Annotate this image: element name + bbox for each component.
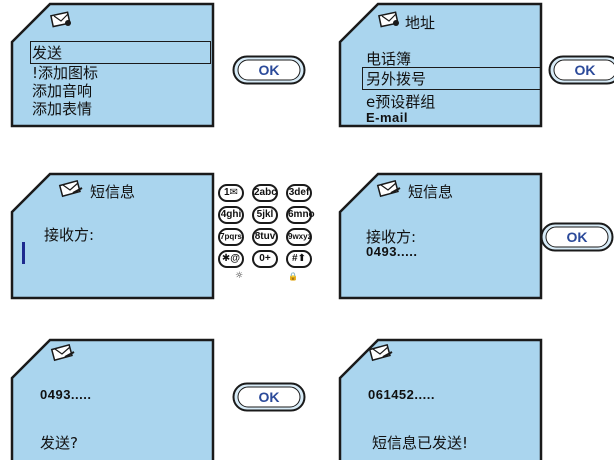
message-icon (368, 344, 394, 362)
recipient-number: 061452..... (368, 386, 435, 404)
screen-message-number: 短信息 接收方: 0493..... (338, 172, 543, 300)
send-question: 发送? (40, 434, 78, 452)
recipient-number: 0493..... (40, 386, 91, 404)
screen-address: 地址 电话簿 另外拨号 e预设群组 E-mail (338, 2, 543, 128)
screen-menu-send: 发送 !添加图标 添加音响 添加表情 (10, 2, 215, 128)
menu-item-email[interactable]: E-mail (366, 109, 408, 127)
envelope-book-icon (50, 10, 74, 28)
screen-title: 短信息 (90, 183, 135, 201)
keypad: 1✉ 2abc 3def 4ghi 5jkl 6mno 7pqrs 8tuv 9… (218, 184, 322, 288)
key-0[interactable]: 0+ (252, 250, 278, 268)
recipient-label: 接收方: (44, 226, 94, 244)
ok-label: OK (232, 55, 306, 85)
key-star[interactable]: ✱@ (218, 250, 244, 268)
screen-message-sent: 061452..... 短信息已发送! (338, 338, 543, 460)
ok-button[interactable]: OK (540, 222, 614, 252)
menu-item-send[interactable]: 发送 (32, 44, 62, 62)
menu-item-phonebook[interactable]: 电话簿 (366, 50, 411, 68)
ok-label: OK (540, 222, 614, 252)
screen-message-recipient: 短信息 接收方: (10, 172, 215, 300)
message-icon (58, 180, 84, 198)
screen-title: 地址 (405, 14, 435, 32)
recipient-number: 0493..... (366, 243, 417, 261)
screen-confirm-send: 0493..... 发送? (10, 338, 215, 460)
menu-item-add-emoticon[interactable]: 添加表情 (32, 100, 92, 118)
key-7[interactable]: 7pqrs (218, 228, 244, 246)
sent-status: 短信息已发送! (372, 434, 468, 452)
key-2[interactable]: 2abc (252, 184, 278, 202)
message-icon (50, 344, 76, 362)
text-cursor (22, 242, 25, 264)
key-3[interactable]: 3def (286, 184, 312, 202)
ok-label: OK (548, 55, 614, 85)
envelope-book-icon (378, 10, 402, 28)
ok-label: OK (232, 382, 306, 412)
key-8[interactable]: 8tuv (252, 228, 278, 246)
key-9[interactable]: 9wxyz (286, 228, 312, 246)
ok-button[interactable]: OK (548, 55, 614, 85)
menu-item-add-sound[interactable]: 添加音响 (32, 82, 92, 100)
lock-icon: 🔒 (288, 272, 298, 281)
menu-item-add-icon[interactable]: !添加图标 (32, 64, 98, 82)
key-5[interactable]: 5jkl (252, 206, 278, 224)
key-1[interactable]: 1✉ (218, 184, 244, 202)
key-4[interactable]: 4ghi (218, 206, 244, 224)
message-icon (376, 180, 402, 198)
key-6[interactable]: 6mno (286, 206, 312, 224)
ok-button[interactable]: OK (232, 55, 306, 85)
ok-button[interactable]: OK (232, 382, 306, 412)
screen-title: 短信息 (408, 183, 453, 201)
brightness-icon: ☼ (235, 271, 243, 281)
key-hash[interactable]: #⬆ (286, 250, 312, 268)
menu-item-other-number[interactable]: 另外拨号 (366, 70, 426, 88)
